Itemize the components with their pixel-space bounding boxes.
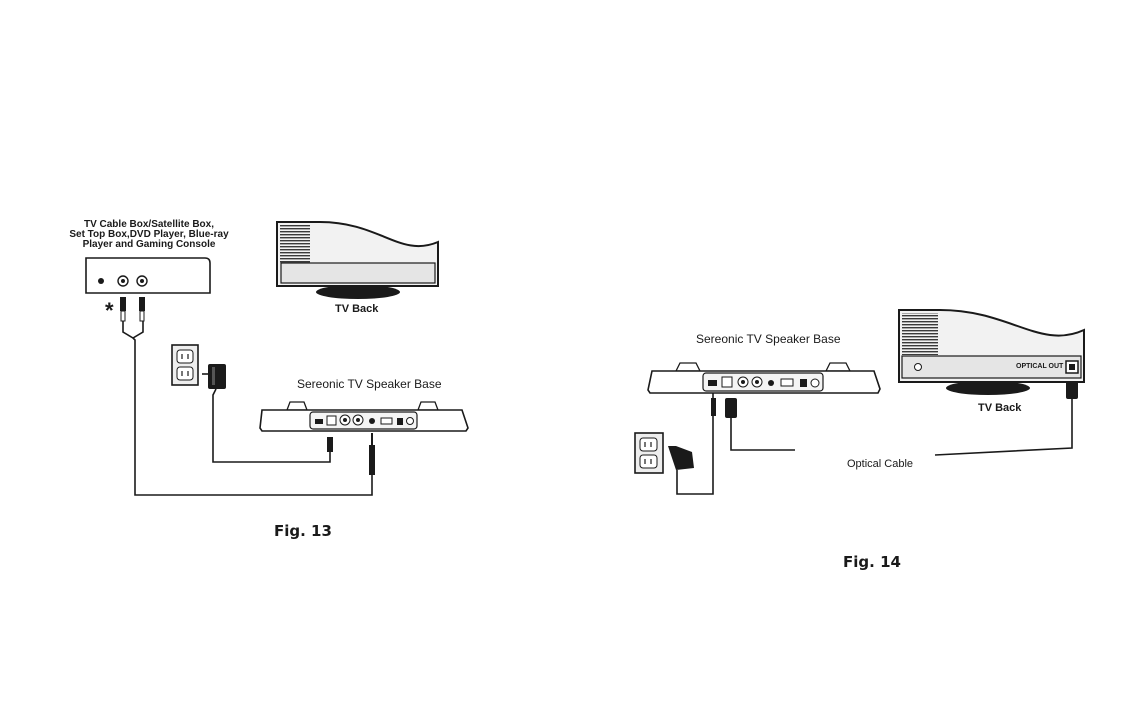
fig13-source-label-line2: Set Top Box,DVD Player, Blue-ray <box>69 229 229 240</box>
fig14-figure-label-prefix: Fig. <box>843 553 875 571</box>
fig14-optical-plug-base-icon <box>725 398 737 418</box>
fig14-tv-back-label: TV Back <box>978 402 1022 414</box>
fig14-speaker-base <box>647 362 881 394</box>
fig13-source-power-icon <box>98 278 104 284</box>
fig13-source-label-line1: TV Cable Box/Satellite Box, <box>83 219 215 230</box>
fig13-tv-back-label: TV Back <box>335 303 379 315</box>
fig13-rca-cable <box>120 297 375 496</box>
fig14-optical-out-label: OPTICAL OUT <box>1016 363 1064 370</box>
fig14-wall-outlet-icon <box>634 432 664 474</box>
fig14-figure-label: Fig. 14 <box>843 553 901 571</box>
fig14-speaker-base-label: Sereonic TV Speaker Base <box>696 332 841 346</box>
fig14-optical-cable-label: Optical Cable <box>847 458 914 470</box>
fig13-wall-outlet-icon <box>171 344 199 386</box>
fig13-figure-label: Fig. 13 <box>274 522 332 540</box>
fig13-source-label-line3: Player and Gaming Console <box>82 239 216 250</box>
fig14-tv-back <box>898 309 1085 395</box>
fig13-aux-plug-icon <box>369 445 375 475</box>
fig13-speaker-base-label: Sereonic TV Speaker Base <box>297 377 442 391</box>
fig13-speaker-base <box>259 401 469 432</box>
fig14-optical-plug-tv-icon <box>1066 381 1078 399</box>
fig13-asterisk: * <box>105 298 114 323</box>
fig14-diagram <box>634 309 1085 495</box>
fig13-power-adapter-icon <box>202 364 333 463</box>
fig14-cables <box>676 393 795 495</box>
fig13-diagram <box>85 221 469 496</box>
fig13-source-device <box>85 257 211 294</box>
fig14-optical-cable <box>934 381 1078 456</box>
fig14-figure-label-number: 14 <box>880 553 901 571</box>
fig13-tv-back <box>276 221 439 299</box>
fig14-power-adapter-icon <box>668 446 694 470</box>
fig13-source-label: TV Cable Box/Satellite Box, Set Top Box,… <box>54 220 244 250</box>
